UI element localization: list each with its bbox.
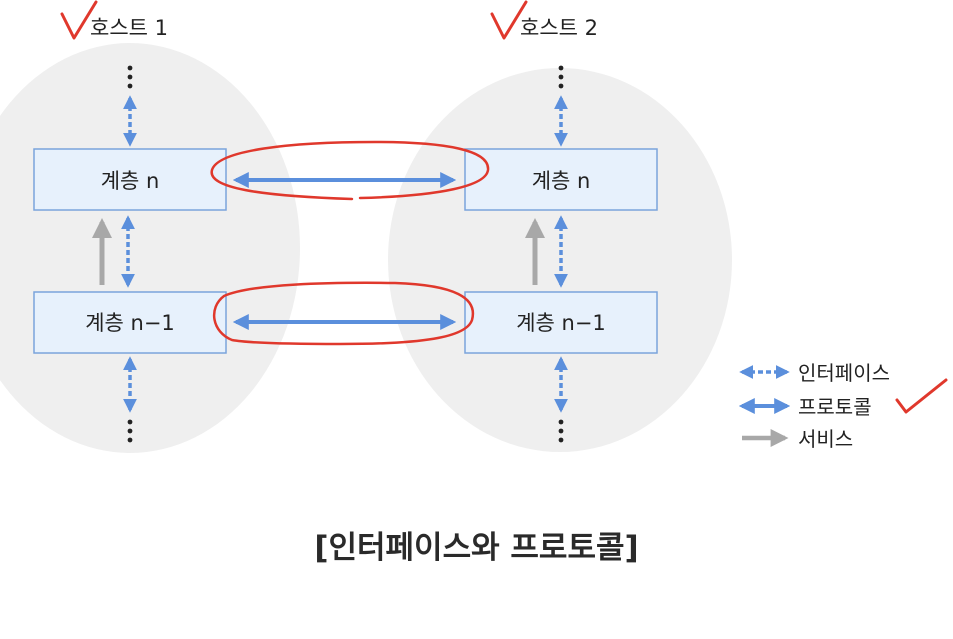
protocol-highlight-loop-top	[210, 140, 490, 201]
host1-title: 호스트 1	[90, 16, 168, 40]
host2-top-dots	[558, 65, 564, 89]
host1-check-icon	[60, 0, 98, 40]
host1-layer-n-box	[33, 148, 227, 211]
legend-protocol-label: 프로토콜	[798, 395, 872, 419]
host1-layer-n-label: 계층 n	[101, 169, 160, 193]
host2-layer-n-1-box	[464, 291, 658, 354]
host1-top-dots	[127, 65, 133, 89]
host1-layer-n-1-box	[33, 291, 227, 354]
host2-check-icon	[490, 0, 528, 40]
legend-protocol-check-icon	[895, 378, 948, 414]
host2-layer-n-box	[464, 148, 658, 211]
protocol-highlight-loop-bottom	[212, 281, 475, 346]
figure-caption: [인터페이스와 프로토콜]	[314, 530, 639, 566]
legend-service-label: 서비스	[798, 427, 853, 451]
legend-interface-label: 인터페이스	[798, 361, 890, 385]
host2-layer-n-1-label: 계층 n−1	[516, 311, 606, 335]
host2-bottom-dots	[558, 419, 564, 443]
host2-layer-n-label: 계층 n	[532, 169, 591, 193]
host1-layer-n-1-label: 계층 n−1	[85, 311, 175, 335]
host2-title: 호스트 2	[520, 16, 598, 40]
host1-bottom-dots	[127, 419, 133, 443]
host1-area	[0, 43, 300, 453]
